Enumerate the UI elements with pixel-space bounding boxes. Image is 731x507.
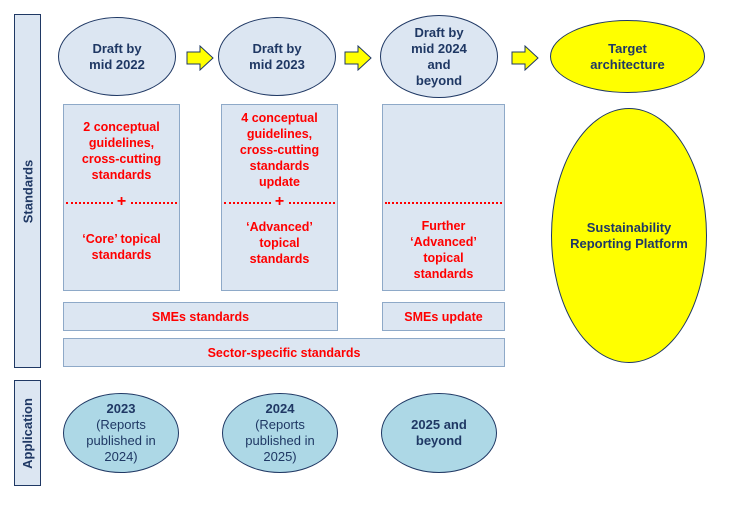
stage-2023-label: Draft by mid 2023 (249, 40, 305, 72)
box-2024-bottom: Further ‘Advanced’ topical standards (410, 219, 477, 281)
box-2023: 4 conceptual guidelines, cross-cutting s… (221, 104, 338, 291)
smes-update-bar: SMEs update (382, 302, 505, 331)
target-architecture: Target architecture (550, 20, 705, 93)
arrow-right-icon (344, 45, 372, 71)
target-architecture-label: Target architecture (590, 40, 665, 72)
plus-icon: + (270, 194, 289, 210)
application-2024-year: 2024 (265, 401, 295, 416)
application-2023-note: (Reports published in 2024) (86, 417, 156, 464)
smes-standards-bar: SMEs standards (63, 302, 338, 331)
application-2023-year: 2023 (106, 401, 136, 416)
standards-label: Standards (20, 159, 36, 223)
stage-2024: Draft by mid 2024 and beyond (380, 15, 498, 98)
stage-2022-label: Draft by mid 2022 (89, 40, 145, 72)
sustainability-reporting-platform: Sustainability Reporting Platform (551, 108, 707, 363)
stage-2024-label: Draft by mid 2024 and beyond (411, 24, 467, 88)
smes-update-label: SMEs update (404, 309, 483, 324)
stage-2022: Draft by mid 2022 (58, 17, 176, 96)
box-2024: Further ‘Advanced’ topical standards (382, 104, 505, 291)
plus-icon: + (112, 194, 131, 210)
platform-label: Sustainability Reporting Platform (570, 219, 688, 251)
application-2025: 2025 and beyond (381, 393, 497, 473)
standards-sidebar: Standards (14, 14, 41, 368)
box-2023-top: 4 conceptual guidelines, cross-cutting s… (239, 111, 320, 189)
box-2022-bottom: ‘Core’ topical standards (82, 232, 161, 262)
box-2023-bottom: ‘Advanced’ topical standards (246, 220, 313, 266)
application-2024-note: (Reports published in 2025) (245, 417, 315, 464)
arrow-right-icon (186, 45, 214, 71)
application-2023: 2023 (Reports published in 2024) (63, 393, 179, 473)
application-2025-label: 2025 and beyond (411, 417, 467, 448)
arrow-right-icon (511, 45, 539, 71)
box-2022: 2 conceptual guidelines, cross-cutting s… (63, 104, 180, 291)
sector-specific-label: Sector-specific standards (207, 345, 361, 360)
sector-specific-bar: Sector-specific standards (63, 338, 505, 367)
application-2024: 2024 (Reports published in 2025) (222, 393, 338, 473)
stage-2023: Draft by mid 2023 (218, 17, 336, 96)
box-2022-top: 2 conceptual guidelines, cross-cutting s… (81, 120, 162, 182)
smes-standards-label: SMEs standards (151, 309, 250, 324)
application-sidebar: Application (14, 380, 41, 486)
application-label: Application (20, 397, 35, 469)
